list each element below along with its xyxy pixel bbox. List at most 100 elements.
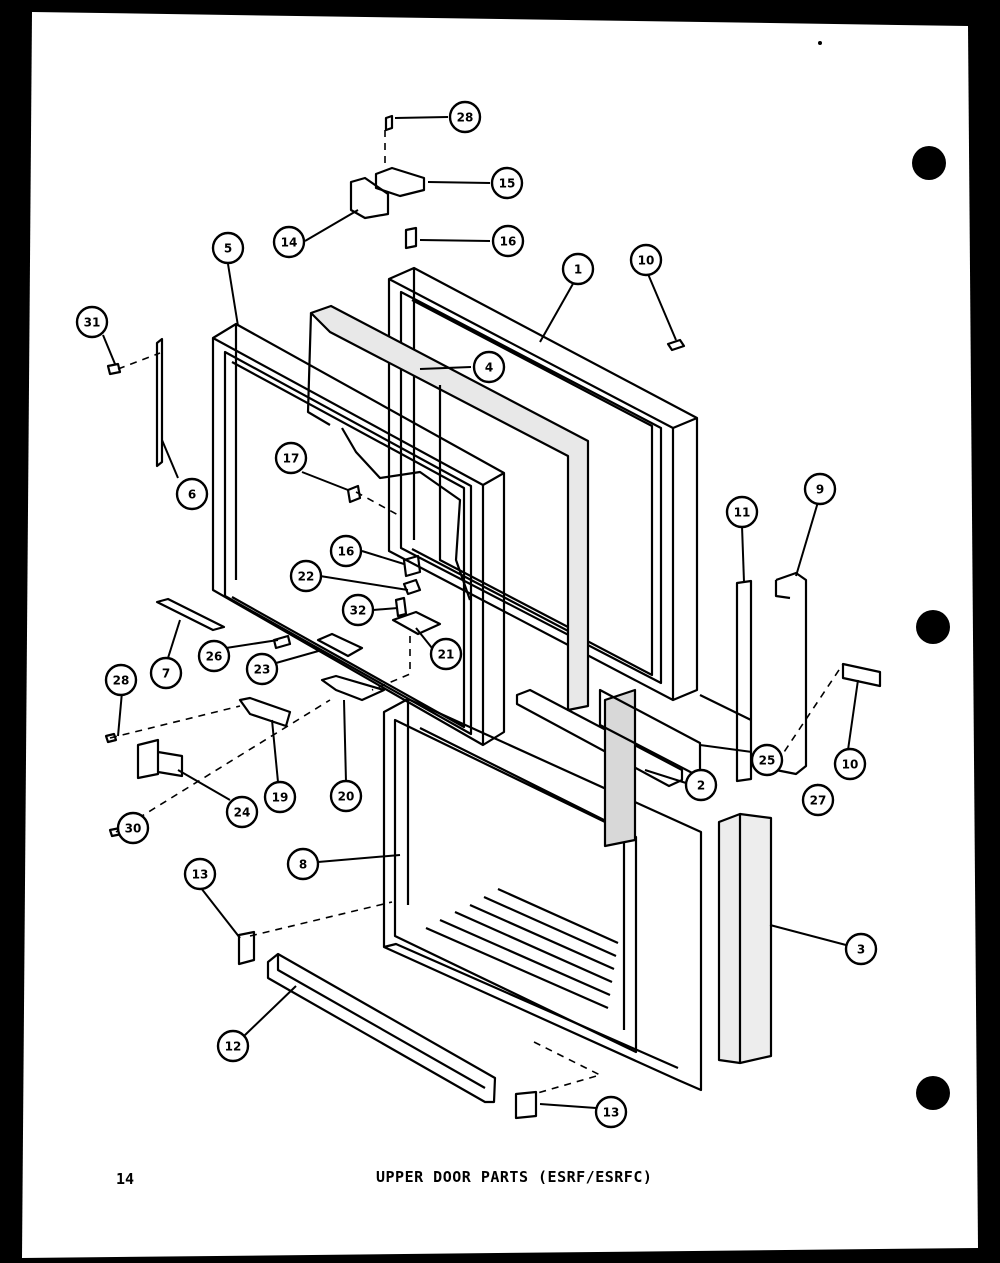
part-19-bracket: [238, 696, 292, 728]
binder-hole: [916, 1076, 950, 1110]
callout-25: 25: [750, 743, 784, 777]
part-26-screw: [272, 634, 292, 650]
callout-label: 9: [816, 483, 824, 497]
part-6-side-strip: [155, 337, 164, 468]
callout-4: 4: [472, 350, 506, 384]
part-9-handle: [774, 571, 808, 776]
callout-28: 28: [104, 663, 138, 697]
callout-label: 4: [485, 361, 493, 375]
callout-15: 15: [490, 166, 524, 200]
callout-12: 12: [216, 1029, 250, 1063]
callout-label: 11: [734, 506, 751, 520]
binder-hole: [912, 146, 946, 180]
part-1-inner-opening: [399, 290, 663, 685]
page-title: UPPER DOOR PARTS (ESRF/ESRFC): [376, 1168, 653, 1186]
part-2-bottom-strip: [515, 688, 684, 788]
part-32-pin: [394, 596, 408, 618]
part-28-screw-a: [384, 114, 394, 132]
drawing-lines: [104, 114, 882, 1120]
part-1-outer-frame: [387, 266, 699, 702]
callout-27: 27: [801, 783, 835, 817]
part-4-foam-inner: [306, 312, 569, 628]
callout-label: 16: [500, 235, 517, 249]
callout-31: 31: [75, 305, 109, 339]
callout-label: 23: [254, 663, 271, 677]
callout-label: 15: [499, 177, 516, 191]
callout-14: 14: [272, 225, 306, 259]
callout-label: 6: [188, 488, 196, 502]
callout-label: 30: [125, 822, 142, 836]
callout-32: 32: [341, 593, 375, 627]
part-31-screw: [106, 362, 122, 376]
paper-sheet: [22, 12, 978, 1258]
callout-label: 24: [234, 806, 251, 820]
part-5-liner-frame: [211, 322, 506, 747]
callout-label: 12: [225, 1040, 242, 1054]
callout-24: 24: [225, 795, 259, 829]
callout-label: 13: [192, 868, 209, 882]
callout-label: 13: [603, 1106, 620, 1120]
callout-label: 14: [281, 236, 298, 250]
callout-label: 5: [224, 242, 232, 256]
callout-7: 7: [149, 656, 183, 690]
callout-2: 2: [684, 768, 718, 802]
callout-11: 11: [725, 495, 759, 529]
part-24-bracket: [136, 738, 184, 780]
callout-17: 17: [274, 441, 308, 475]
callout-label: 7: [162, 667, 170, 681]
callout-8: 8: [286, 847, 320, 881]
callout-6: 6: [175, 477, 209, 511]
callout-13: 13: [183, 857, 217, 891]
callout-label: 25: [759, 754, 776, 768]
speck: [818, 41, 822, 45]
callout-13: 13: [594, 1095, 628, 1129]
leader-lines: [102, 116, 859, 1109]
part-3-vertical-strip: [717, 812, 773, 1065]
part-13-clip-b: [514, 1090, 538, 1120]
callout-30: 30: [116, 811, 150, 845]
part-5-liner-notch: [341, 427, 472, 601]
callouts: 28 15 14 16 5 1 10 31 4 6 17 16 22 32 7 …: [75, 100, 878, 1129]
callout-label: 21: [438, 648, 455, 662]
callout-16: 16: [491, 224, 525, 258]
part-28-screw-b: [104, 732, 118, 744]
callout-label: 32: [350, 604, 367, 618]
part-8-shelf-ribs: [425, 887, 619, 1010]
callout-label: 20: [338, 790, 355, 804]
assembly-lines: [109, 130, 844, 1095]
callout-label: 19: [272, 791, 289, 805]
part-15-hinge: [374, 166, 426, 198]
part-13-clip-a: [237, 930, 256, 966]
part-21-hinge-plate: [391, 610, 442, 636]
part-4-foam: [309, 304, 590, 712]
callout-label: 22: [298, 570, 315, 584]
callout-21: 21: [429, 637, 463, 671]
part-11-bracket: [699, 579, 753, 783]
callout-label: 27: [810, 794, 827, 808]
part-10-plug-b: [841, 662, 882, 688]
callout-1: 1: [561, 252, 595, 286]
callout-23: 23: [245, 652, 279, 686]
part-23-plate: [316, 632, 364, 658]
callout-label: 28: [113, 674, 130, 688]
callout-26: 26: [197, 639, 231, 673]
part-20-hinge: [320, 674, 386, 702]
callout-label: 28: [457, 111, 474, 125]
callout-label: 10: [842, 758, 859, 772]
callout-label: 31: [84, 316, 101, 330]
part-5-liner-inner: [223, 350, 473, 736]
callout-label: 26: [206, 650, 223, 664]
callout-label: 17: [283, 452, 300, 466]
callout-3: 3: [844, 932, 878, 966]
callout-5: 5: [211, 231, 245, 265]
part-12-bottom-trim: [266, 952, 497, 1104]
callout-9: 9: [803, 472, 837, 506]
part-2-brush: [603, 688, 637, 848]
callout-28: 28: [448, 100, 482, 134]
part-16-bushing-a: [404, 226, 418, 250]
callout-10: 10: [629, 243, 663, 277]
callout-20: 20: [329, 779, 363, 813]
callout-label: 2: [697, 779, 705, 793]
callout-label: 1: [574, 263, 582, 277]
